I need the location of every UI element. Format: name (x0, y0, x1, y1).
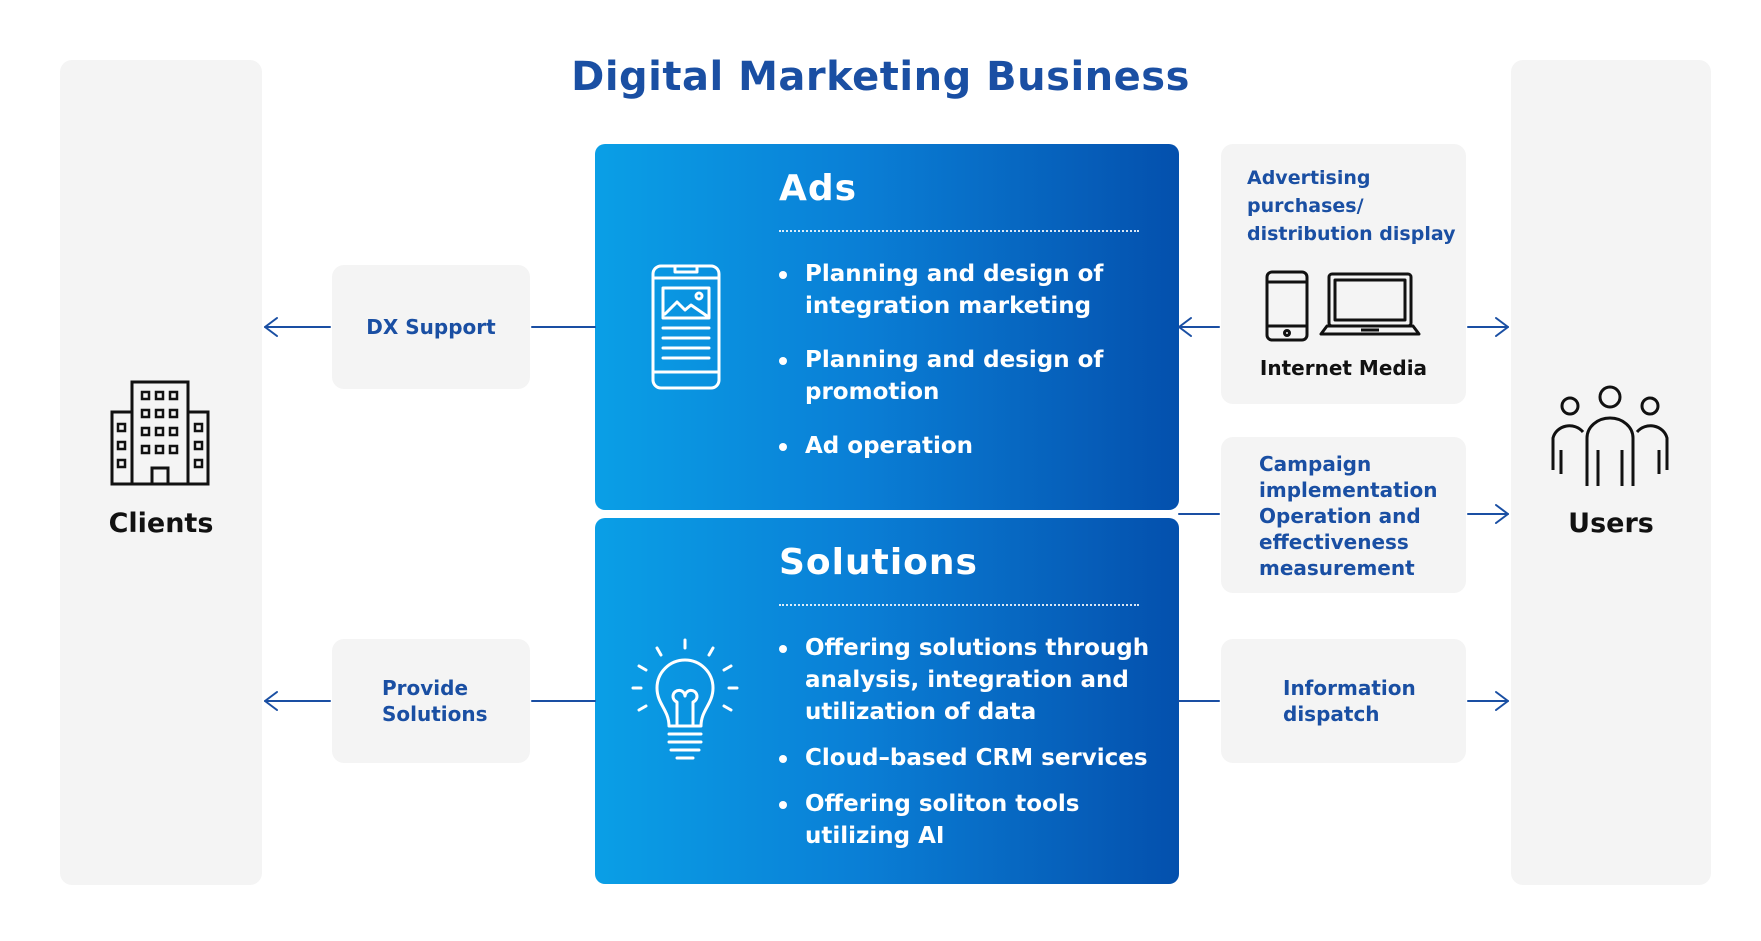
provide-solutions-label: Provide Solutions (382, 676, 488, 726)
dx-support-label: DX Support (366, 315, 496, 339)
arrow-right-campaign-users (1467, 504, 1509, 524)
ads-heading: Ads (779, 168, 858, 209)
information-dispatch-box: Information dispatch (1221, 639, 1466, 763)
provide-solutions-box: Provide Solutions (332, 639, 530, 763)
lightbulb-icon (631, 638, 739, 760)
ads-divider (779, 230, 1139, 232)
arrow-left-ads-from-adv (1178, 317, 1220, 337)
list-item: Cloud–based CRM services (779, 742, 1159, 774)
building-icon (110, 380, 210, 486)
solutions-bullet-list: Offering solutions through analysis, int… (779, 632, 1159, 866)
arrow-right-adv-users (1467, 317, 1509, 337)
clients-column (60, 60, 262, 885)
advertising-box: Advertising purchases/ distribution disp… (1221, 144, 1466, 404)
list-item: Offering solutions through analysis, int… (779, 632, 1159, 728)
people-group-icon (1551, 385, 1669, 486)
internet-media-label: Internet Media (1259, 356, 1428, 380)
users-column (1511, 60, 1711, 885)
clients-label: Clients (108, 508, 214, 539)
list-item: Planning and design of integration marke… (779, 258, 1159, 322)
advertising-label: Advertising purchases/ distribution disp… (1247, 167, 1456, 245)
diagram-title: Digital Marketing Business (571, 54, 1190, 100)
smartphone-ad-icon (651, 264, 721, 390)
information-dispatch-label: Information dispatch (1283, 676, 1416, 726)
solutions-panel: Solutions Offering solutions through ana… (595, 518, 1179, 884)
arrow-left-provide (264, 691, 331, 711)
ads-bullet-list: Planning and design of integration marke… (779, 258, 1159, 484)
solutions-divider (779, 604, 1139, 606)
list-item: Ad operation (779, 430, 1159, 462)
ads-panel: Ads Planning and design of integration m… (595, 144, 1179, 510)
list-item: Planning and design of promotion (779, 344, 1159, 408)
campaign-label: Campaign implementation Operation and ef… (1259, 452, 1438, 580)
arrow-right-info-users (1467, 691, 1509, 711)
devices-icon (1265, 270, 1421, 342)
list-item: Offering soliton tools utilizing AI (779, 788, 1159, 852)
users-label: Users (1568, 508, 1654, 539)
solutions-heading: Solutions (779, 542, 978, 583)
campaign-box: Campaign implementation Operation and ef… (1221, 437, 1466, 593)
arrow-left-dx (264, 317, 331, 337)
dx-support-box: DX Support (332, 265, 530, 389)
